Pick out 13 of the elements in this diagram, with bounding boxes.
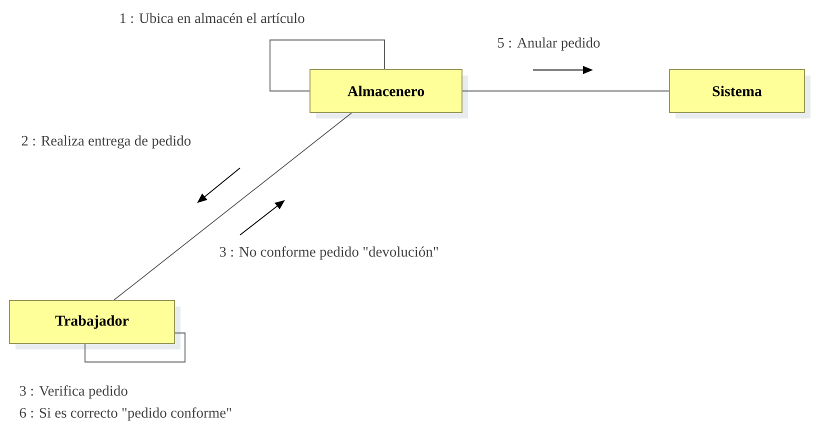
- self-loop: [84, 332, 186, 362]
- message-label: 5 : Anular pedido: [498, 37, 600, 51]
- object-box: Sistema: [669, 69, 805, 113]
- message-label: 2 : Realiza entrega de pedido: [22, 135, 191, 149]
- association-line: [462, 90, 670, 92]
- message-label: 6 : Si es correcto "pedido conforme": [20, 407, 232, 421]
- self-loop: [270, 40, 385, 92]
- message-label: 3 : Verifica pedido: [20, 385, 128, 399]
- message-label: 1 : Ubica en almacén el artículo: [120, 12, 304, 24]
- object-box: Almacenero: [310, 69, 462, 113]
- association-line: [114, 112, 352, 300]
- message-label: 3 : No conforme pedido "devolución": [220, 246, 438, 260]
- object-box: Trabajador: [9, 300, 175, 344]
